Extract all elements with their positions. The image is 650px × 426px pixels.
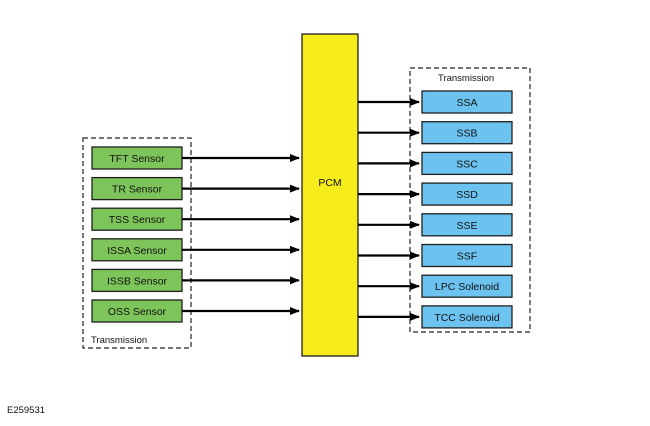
sensor-label-issa-sensor: ISSA Sensor xyxy=(107,245,167,257)
output-box-ssd xyxy=(421,182,513,206)
output-label-lpc-solenoid: LPC Solenoid xyxy=(435,281,499,293)
output-label-tcc-solenoid: TCC Solenoid xyxy=(434,312,500,324)
output-label-ssd: SSD xyxy=(456,189,478,201)
output-box-ssc xyxy=(421,151,513,176)
pcm-label: PCM xyxy=(318,177,341,189)
output-box-tcc-solenoid xyxy=(421,305,513,329)
left-transmission-group-box xyxy=(82,137,192,349)
sensor-label-tss-sensor: TSS Sensor xyxy=(109,214,166,226)
output-box-ssb xyxy=(421,121,513,145)
output-box-lpc-solenoid xyxy=(421,274,513,298)
right-transmission-label: Transmission xyxy=(438,73,494,84)
figure-id: E259531 xyxy=(7,405,46,416)
output-box-sse xyxy=(421,213,513,237)
output-label-ssb: SSB xyxy=(456,128,477,140)
right-transmission-group-box xyxy=(409,67,531,333)
output-label-ssa: SSA xyxy=(456,97,477,109)
sensor-label-oss-sensor: OSS Sensor xyxy=(108,306,167,318)
sensor-label-tft-sensor: TFT Sensor xyxy=(109,153,165,165)
sensor-label-issb-sensor: ISSB Sensor xyxy=(107,275,168,287)
output-label-ssf: SSF xyxy=(457,251,477,263)
sensor-label-tr-sensor: TR Sensor xyxy=(112,184,163,196)
output-box-ssa xyxy=(421,90,513,114)
output-label-ssc: SSC xyxy=(456,158,478,170)
output-box-ssf xyxy=(421,243,513,268)
output-label-sse: SSE xyxy=(456,220,477,232)
left-transmission-label: Transmission xyxy=(91,335,147,346)
signal-arrows xyxy=(182,98,420,321)
pcm-box xyxy=(301,33,359,357)
